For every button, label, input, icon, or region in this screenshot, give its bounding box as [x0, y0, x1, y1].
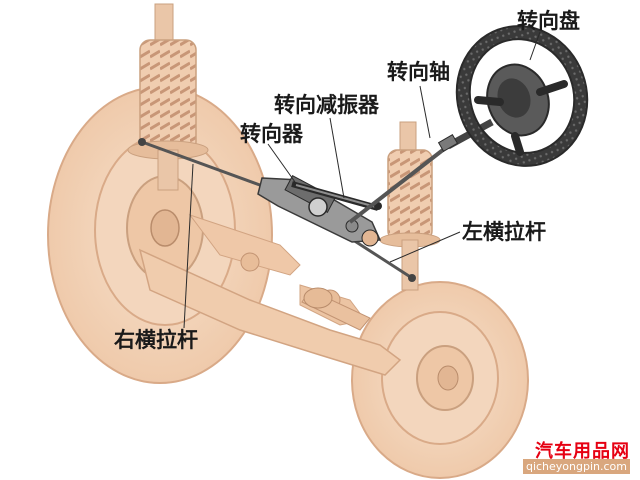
tie-rods	[138, 138, 416, 282]
watermark-url: qicheyongpin.com	[522, 459, 630, 474]
label-steering-gear: 转向器	[240, 122, 303, 146]
label-steering-damper: 转向减振器	[274, 93, 379, 117]
steering-wheel	[455, 25, 589, 167]
left-wheel	[351, 281, 529, 479]
label-left-tie-rod: 左横拉杆	[462, 220, 546, 244]
drive-shaft	[301, 287, 371, 331]
watermark-site-name: 汽车用品网	[535, 441, 630, 462]
label-steering-shaft: 转向轴	[387, 60, 450, 84]
label-steering-wheel: 转向盘	[517, 9, 580, 33]
steering-rack	[257, 174, 382, 247]
leader-lines	[183, 31, 541, 329]
label-right-tie-rod: 右横拉杆	[114, 328, 198, 352]
